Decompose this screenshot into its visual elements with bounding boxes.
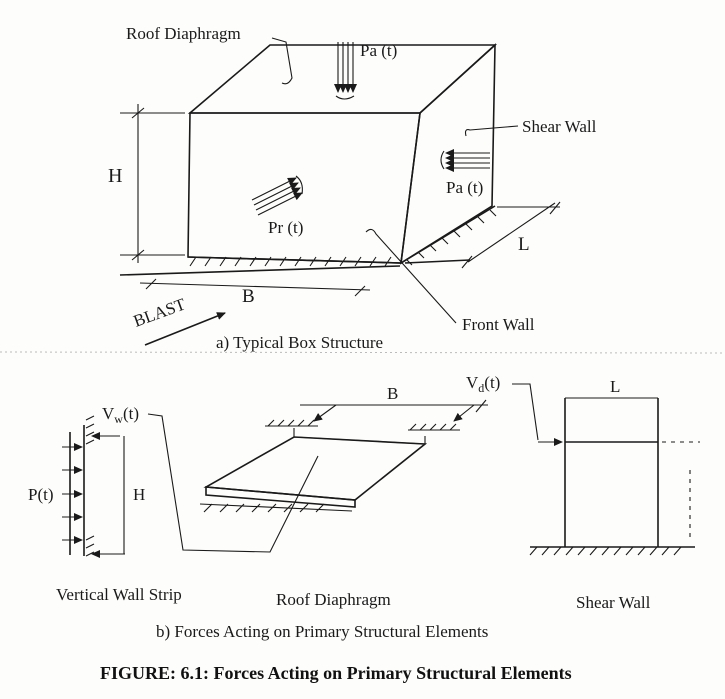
shear-wall-length-label: L <box>610 377 620 396</box>
l-dim-line <box>467 202 556 263</box>
roof-left-support <box>265 419 318 427</box>
front-load-label: Pr (t) <box>268 218 303 237</box>
ground-hatch-front <box>189 256 392 267</box>
roof-base-line <box>199 503 353 512</box>
h-tick-top <box>131 107 145 119</box>
elements-caption: b) Forces Acting on Primary Structural E… <box>156 622 488 641</box>
side-extension-front <box>404 259 471 264</box>
side-wall-face <box>399 43 496 265</box>
ground-hatch-side <box>405 209 497 266</box>
b-tick-left <box>145 278 157 290</box>
shear-wall-ground-hatch <box>529 546 682 556</box>
roof-diaphragm-leader <box>271 37 293 85</box>
roof-left-reaction <box>313 404 337 422</box>
scan-noise <box>0 351 725 354</box>
box-structure: H B L Pa (t) Roof Diaphragm Shear Wall <box>108 24 597 352</box>
blast-label: BLAST <box>131 294 189 330</box>
roof-right-reaction <box>453 404 475 422</box>
wall-strip-top-support <box>85 415 95 445</box>
roof-caption: Roof Diaphragm <box>276 590 391 609</box>
box-height-label: H <box>108 165 122 187</box>
front-wall-face <box>187 112 421 264</box>
side-load-label: Pa (t) <box>446 178 483 197</box>
shear-wall-label: Shear Wall <box>522 117 597 136</box>
wall-strip-to-roof-leader <box>147 413 319 553</box>
front-load-arrows <box>251 175 303 216</box>
roof-element: B Roof Diaphragm <box>199 384 488 609</box>
front-wall-leader <box>365 228 457 324</box>
wall-strip-height-label: H <box>133 485 145 504</box>
front-wall-label: Front Wall <box>462 315 535 334</box>
blast-arrow <box>144 312 226 346</box>
roof-width-label: B <box>387 384 398 403</box>
front-base <box>187 256 402 264</box>
roof-diaphragm-label: Roof Diaphragm <box>126 24 241 43</box>
roof-load-arrows <box>334 42 357 100</box>
wall-strip-bottom-support <box>85 535 95 557</box>
roof-base-hatch <box>203 503 325 513</box>
wall-strip-shear-label: Vw(t) <box>102 404 139 426</box>
roof-load-label: Pa (t) <box>360 41 397 60</box>
side-base <box>400 205 496 264</box>
l-tick-top <box>549 201 561 215</box>
shear-wall-element: Vd(t) L Shear Wall <box>466 373 700 612</box>
b-dim-line <box>139 282 371 291</box>
box-caption: a) Typical Box Structure <box>216 333 383 352</box>
l-tick-bottom <box>461 255 473 269</box>
shear-wall-caption: Shear Wall <box>576 593 651 612</box>
roof-right-support <box>408 423 460 431</box>
wall-strip-caption: Vertical Wall Strip <box>56 585 182 604</box>
roof-slab-back <box>293 436 426 445</box>
roof-dim-tick <box>475 399 487 413</box>
roof-slab-front <box>205 486 356 508</box>
figure-caption: FIGURE: 6.1: Forces Acting on Primary St… <box>100 663 572 683</box>
ground-line-front <box>119 265 401 276</box>
wall-strip-pressure-arrows <box>62 443 83 544</box>
wall-strip-element: P(t) H Vw(t) Vertical Wall Strip <box>28 404 319 604</box>
box-width-label: B <box>242 286 255 307</box>
h-tick-bottom <box>131 249 145 261</box>
shear-wall-leader <box>512 383 539 441</box>
box-length-label: L <box>518 234 530 255</box>
side-load-arrows <box>440 149 490 172</box>
b-tick-right <box>354 285 366 297</box>
shear-wall-leader <box>464 125 519 137</box>
wall-strip-pressure-label: P(t) <box>28 485 54 504</box>
shear-wall-shear-label: Vd(t) <box>466 373 500 395</box>
